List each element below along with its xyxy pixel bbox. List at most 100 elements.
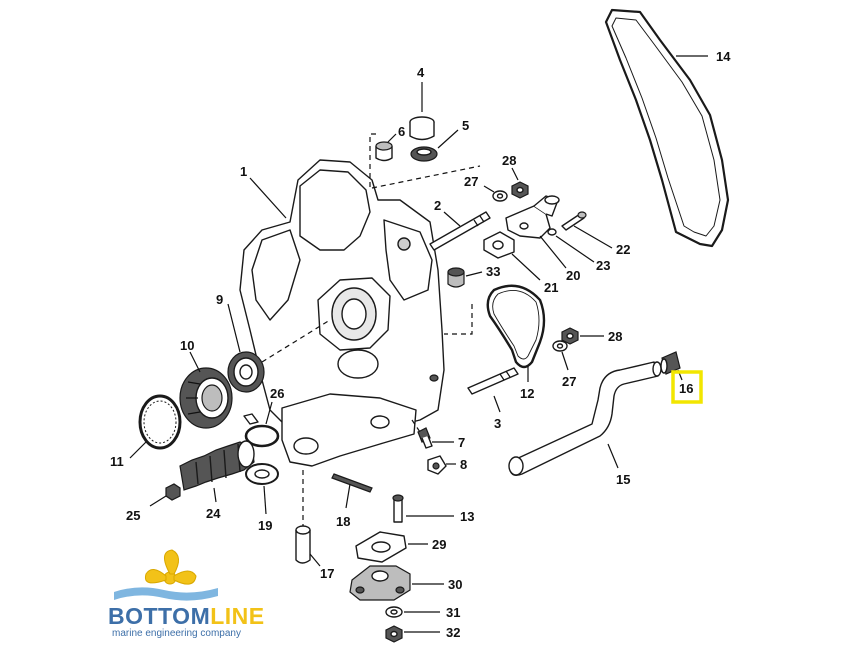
- washer-part-27b: [552, 340, 568, 352]
- leader-28a: [511, 167, 519, 181]
- housing-part-30: [349, 565, 411, 601]
- coupler-part-16: [660, 351, 681, 375]
- leader-20: [539, 235, 567, 269]
- leader-2: [443, 211, 461, 227]
- leader-11: [129, 441, 147, 459]
- callout-13: 13: [460, 509, 474, 524]
- callout-1: 1: [240, 164, 247, 179]
- nut-part-28a: [511, 181, 529, 199]
- bushing-part-33: [447, 267, 465, 288]
- callout-3: 3: [494, 416, 501, 431]
- bottomline-logo: BOTTOMLINE marine engineering company: [108, 548, 264, 640]
- leader-18: [345, 483, 351, 509]
- callout-22: 22: [616, 242, 630, 257]
- callout-21: 21: [544, 280, 558, 295]
- callout-8: 8: [460, 457, 467, 472]
- alignment-line-7: [411, 419, 421, 433]
- callout-12: 12: [520, 386, 534, 401]
- washer-part-31: [385, 606, 403, 618]
- alignment-line-mid: [444, 304, 473, 335]
- stud-part-2: [429, 211, 491, 251]
- seal-part-5: [410, 146, 438, 162]
- callout-17: 17: [320, 566, 334, 581]
- leader-6: [387, 133, 397, 143]
- fitting-part-7: [417, 427, 433, 449]
- callout-31: 31: [446, 605, 460, 620]
- nut-part-25: [165, 483, 181, 501]
- washer-part-27a: [492, 190, 508, 202]
- callout-33: 33: [486, 264, 500, 279]
- callout-9: 9: [216, 292, 223, 307]
- callout-11: 11: [110, 454, 124, 469]
- callout-25: 25: [126, 508, 140, 523]
- callout-28b: 28: [608, 329, 622, 344]
- washer-part-23: [547, 228, 557, 236]
- leader-22: [573, 225, 613, 249]
- housing-part-1: [239, 159, 445, 467]
- callout-24: 24: [206, 506, 221, 521]
- clamp-part-26: [243, 413, 280, 448]
- callout-23: 23: [596, 258, 610, 273]
- leader-23: [555, 235, 595, 263]
- leader-26: [265, 401, 273, 425]
- gasket-part-14: [604, 8, 730, 248]
- leader-19: [263, 485, 267, 515]
- callout-5: 5: [462, 118, 469, 133]
- leader-24: [213, 487, 217, 503]
- alignment-line-top: [371, 165, 481, 189]
- leader-10: [189, 351, 201, 373]
- callout-6: 6: [398, 124, 405, 139]
- leader-25: [149, 495, 167, 507]
- callout-14: 14: [716, 49, 731, 64]
- leader-1: [249, 177, 287, 219]
- callout-4: 4: [417, 65, 425, 80]
- cup-part-4: [409, 116, 435, 141]
- logo-word-right: LINE: [210, 603, 265, 629]
- callout-28a: 28: [502, 153, 516, 168]
- hose-part-15: [508, 361, 662, 477]
- logo-tagline: marine engineering company: [112, 628, 241, 639]
- stud-part-3: [467, 367, 519, 395]
- callout-15: 15: [616, 472, 630, 487]
- elbow-part-20: [505, 195, 560, 239]
- leader-9: [227, 303, 241, 353]
- gasket-part-29: [355, 531, 407, 563]
- bearing-part-10: [179, 367, 233, 429]
- leader-17: [309, 553, 321, 567]
- bushing-part-6: [375, 141, 393, 162]
- callout-18: 18: [336, 514, 350, 529]
- leader-21: [511, 253, 541, 281]
- callout-7: 7: [458, 435, 465, 450]
- screw-part-22: [561, 211, 587, 231]
- callout-26: 26: [270, 386, 284, 401]
- callout-20: 20: [566, 268, 580, 283]
- gasket-part-21: [483, 231, 515, 259]
- highlight-box-16: [671, 370, 703, 404]
- callout-30: 30: [448, 577, 462, 592]
- pin-part-17: [295, 525, 311, 564]
- callout-27b: 27: [562, 374, 576, 389]
- callout-27a: 27: [464, 174, 478, 189]
- nut-part-28b: [561, 327, 579, 345]
- callout-29: 29: [432, 537, 446, 552]
- leader-15: [607, 443, 619, 469]
- callout-19: 19: [258, 518, 272, 533]
- seal-part-12: [486, 284, 546, 369]
- leader-33: [465, 271, 483, 277]
- callout-10: 10: [180, 338, 194, 353]
- callout-32: 32: [446, 625, 460, 640]
- ring-part-11: [138, 394, 182, 450]
- callout-16: 16: [679, 381, 693, 396]
- washer-part-19: [245, 463, 279, 485]
- seal-part-9: [227, 351, 265, 393]
- stud-part-13: [392, 494, 404, 523]
- leader-27b: [561, 351, 569, 371]
- nut-part-32: [385, 625, 403, 643]
- bellows-part-24: [179, 440, 255, 491]
- alignment-line-left: [261, 319, 331, 363]
- logo-word-left: BOTTOM: [108, 603, 211, 629]
- leader-3: [493, 395, 501, 413]
- callout-2: 2: [434, 198, 441, 213]
- fitting-part-8: [427, 455, 447, 475]
- bracket-6: [369, 133, 376, 188]
